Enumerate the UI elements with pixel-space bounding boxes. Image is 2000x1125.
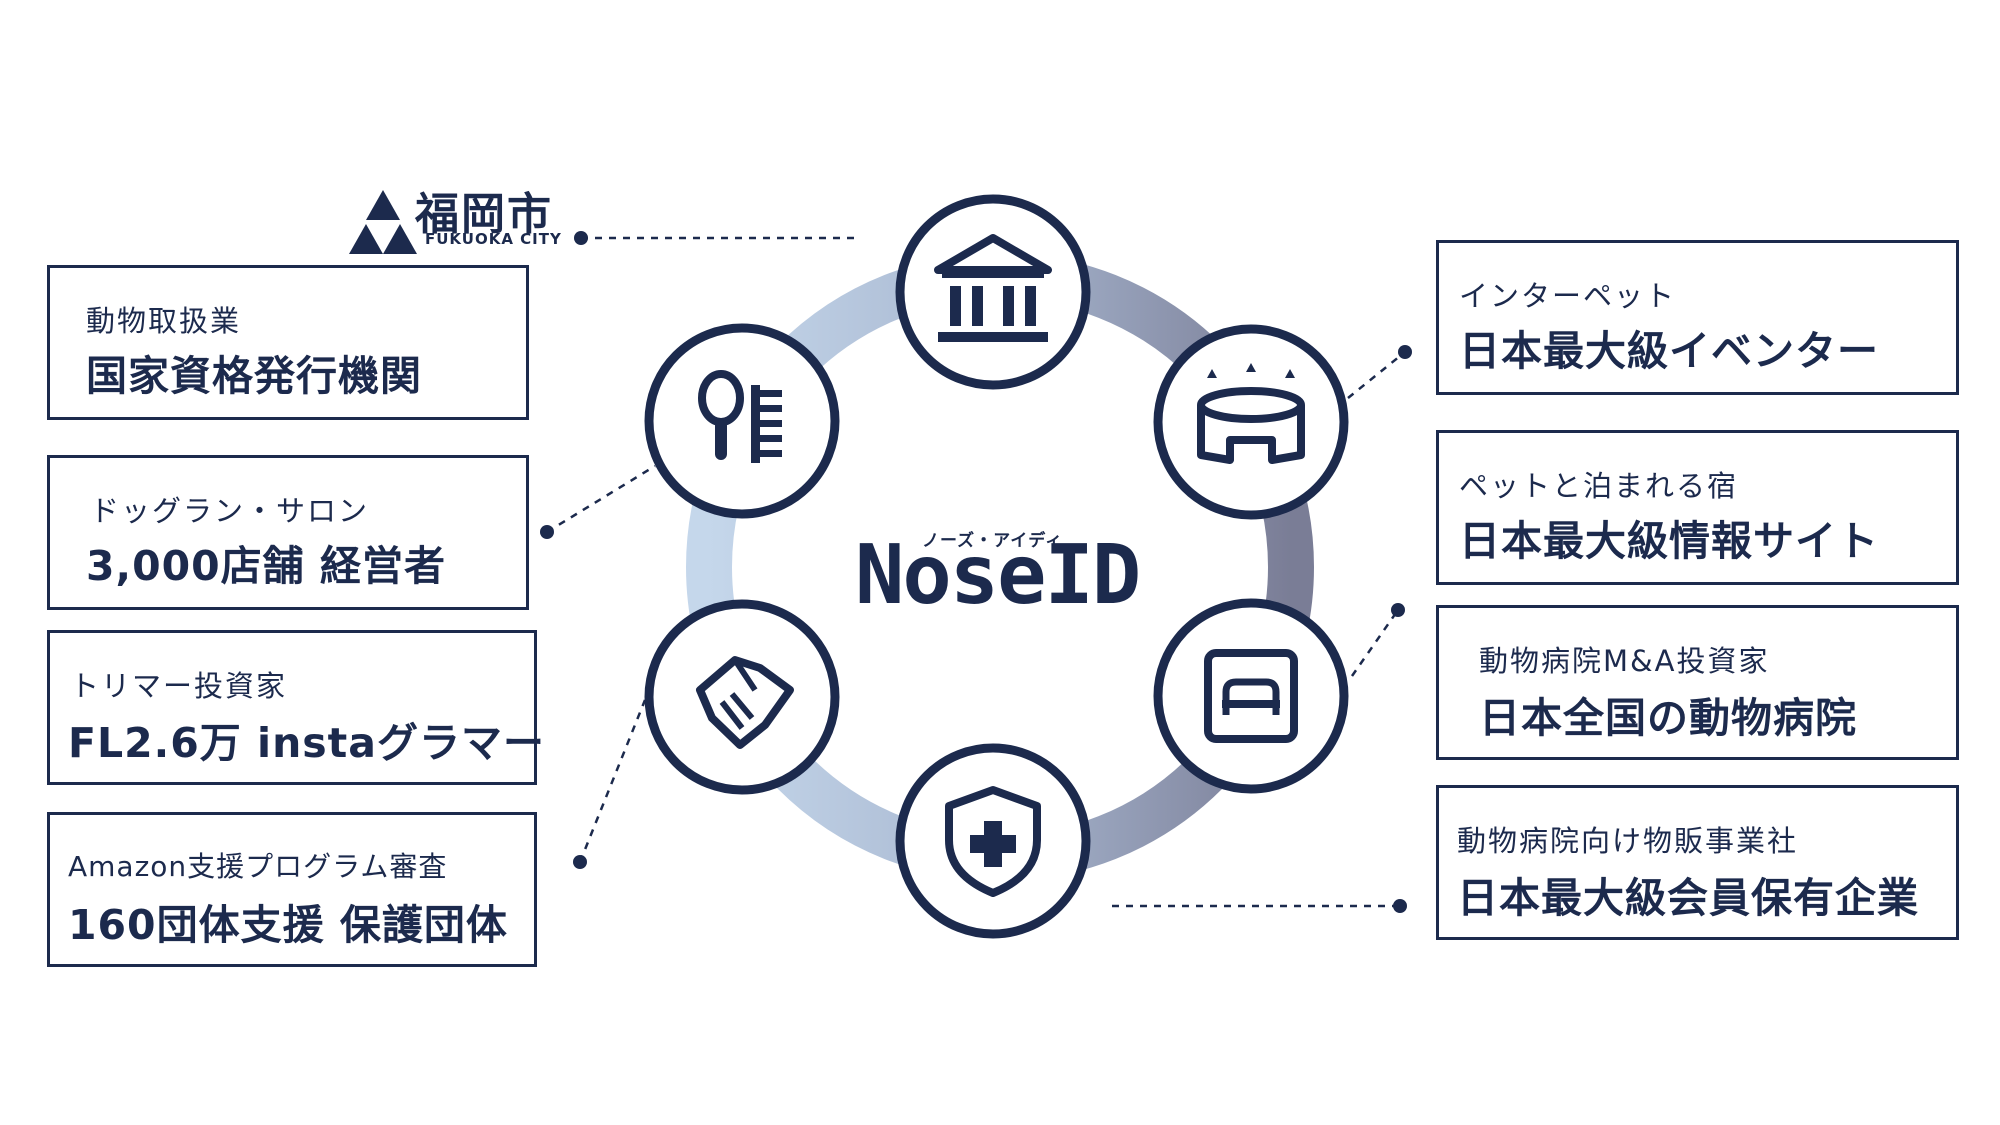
- hotel-bed-icon: [1153, 598, 1349, 794]
- connector-event: [1347, 351, 1406, 399]
- partner-box-interpet: インターペット 日本最大級イベンター: [1436, 240, 1959, 395]
- box-title: FL2.6万 instaグラマー: [68, 719, 545, 767]
- partner-box-protection: Amazon支援プログラム審査 160団体支援 保護団体: [47, 812, 537, 967]
- box-title: 日本最大級会員保有企業: [1457, 874, 1919, 922]
- fukuoka-logo-roman: FUKUOKA CITY: [425, 230, 562, 248]
- box-title: 日本最大級イベンター: [1459, 327, 1879, 375]
- box-title: 国家資格発行機関: [86, 352, 422, 400]
- box-subtitle: ドッグラン・サロン: [90, 494, 370, 528]
- connector-lodging: [1350, 609, 1400, 677]
- partner-box-vet-ma: 動物病院M&A投資家 日本全国の動物病院: [1436, 605, 1959, 760]
- partner-box-trimmer: トリマー投資家 FL2.6万 instaグラマー: [47, 630, 544, 785]
- noseid-logo: NoseID: [855, 528, 1141, 623]
- box-subtitle: ペットと泊まれる宿: [1459, 469, 1739, 503]
- fukuoka-logo-kanji: 福岡市: [415, 189, 553, 240]
- connector-handshake: [578, 699, 647, 863]
- box-subtitle: 動物取扱業: [86, 304, 242, 338]
- fukuoka-emblem: [349, 190, 417, 254]
- box-subtitle: 動物病院M&A投資家: [1479, 644, 1770, 678]
- partner-box-dogrun: ドッグラン・サロン 3,000店舗 経営者: [47, 455, 529, 610]
- connector-grooming: [546, 464, 656, 534]
- medical-shield-icon: [895, 743, 1091, 939]
- connector-lines: [546, 236, 1406, 908]
- stadium-icon: [1153, 324, 1349, 520]
- partner-box-vet-supply: 動物病院向け物販事業社 日本最大級会員保有企業: [1436, 785, 1959, 940]
- noseid-ruby: ノーズ・アイディ: [922, 531, 1064, 551]
- partner-box-pet-lodging: ペットと泊まれる宿 日本最大級情報サイト: [1436, 430, 1959, 585]
- connector-dots: [540, 231, 1412, 913]
- box-title: 160団体支援 保護団体: [68, 901, 508, 949]
- box-subtitle: 動物病院向け物販事業社: [1457, 824, 1799, 858]
- box-title: 3,000店舗 経営者: [86, 542, 446, 590]
- handshake-icon: [644, 599, 840, 795]
- box-title: 日本全国の動物病院: [1479, 694, 1857, 742]
- bank-icon: [895, 194, 1091, 390]
- box-subtitle: トリマー投資家: [70, 669, 288, 703]
- grooming-icon: [644, 323, 840, 519]
- box-subtitle: インターペット: [1459, 279, 1677, 313]
- partner-box-animal-handling: 動物取扱業 国家資格発行機関: [47, 265, 529, 420]
- box-subtitle: Amazon支援プログラム審査: [68, 850, 448, 883]
- box-title: 日本最大級情報サイト: [1459, 517, 1879, 565]
